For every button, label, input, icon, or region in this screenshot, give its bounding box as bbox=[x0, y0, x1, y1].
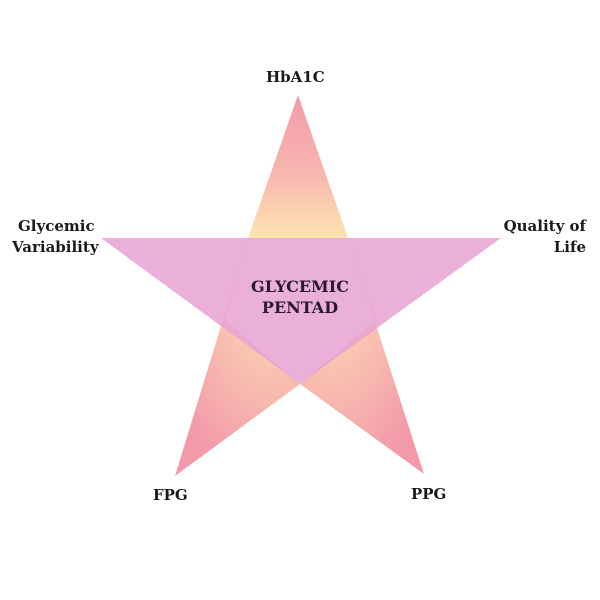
label-quality-of-life-line-1: Quality of bbox=[503, 217, 586, 235]
center-title-line-1: GLYCEMIC bbox=[251, 277, 349, 296]
center-title-line-2: PENTAD bbox=[261, 298, 339, 317]
label-quality-of-life: Quality of Life bbox=[504, 216, 586, 258]
label-fpg: FPG bbox=[153, 486, 188, 504]
bottom-right-leg-ppg bbox=[300, 238, 424, 474]
label-hba1c: HbA1C bbox=[266, 68, 325, 86]
label-quality-of-life-line-2: Life bbox=[553, 238, 586, 256]
top-arm-hba1c bbox=[248, 95, 348, 238]
label-glycemic-variability-line-1: Glycemic bbox=[18, 217, 95, 235]
label-ppg: PPG bbox=[411, 485, 447, 503]
bottom-left-leg-fpg bbox=[175, 238, 300, 476]
center-title: GLYCEMIC PENTAD bbox=[200, 276, 400, 318]
crossbar-triangle bbox=[101, 238, 501, 384]
label-glycemic-variability: Glycemic Variability bbox=[12, 216, 99, 258]
label-glycemic-variability-line-2: Variability bbox=[12, 238, 99, 256]
